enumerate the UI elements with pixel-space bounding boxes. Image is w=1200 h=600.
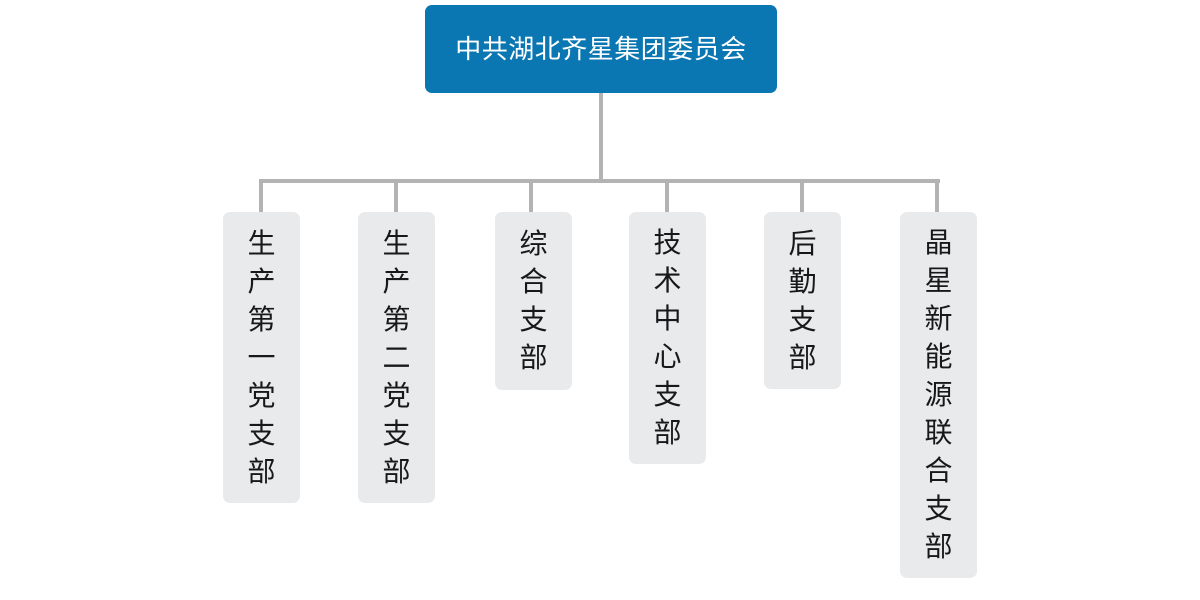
org-node-child-5[interactable]: 后勤支部 bbox=[764, 212, 841, 389]
connector-drop-4 bbox=[665, 179, 669, 214]
org-node-child-3[interactable]: 综合支部 bbox=[495, 212, 572, 390]
org-node-child-4[interactable]: 技术中心支部 bbox=[629, 212, 706, 464]
connector-drop-1 bbox=[259, 179, 263, 214]
org-node-child-4-label: 技术中心支部 bbox=[653, 227, 682, 448]
org-node-child-3-label: 综合支部 bbox=[519, 228, 548, 373]
org-node-child-6[interactable]: 晶星新能源联合支部 bbox=[900, 212, 977, 578]
org-node-child-2-label: 生产第二党支部 bbox=[382, 227, 411, 487]
connector-drop-5 bbox=[800, 179, 804, 214]
connector-drop-3 bbox=[529, 179, 533, 214]
connector-drop-6 bbox=[935, 179, 939, 214]
connector-horizontal-bus bbox=[259, 179, 940, 183]
org-node-root[interactable]: 中共湖北齐星集团委员会 bbox=[425, 5, 777, 93]
org-node-child-1[interactable]: 生产第一党支部 bbox=[223, 212, 300, 503]
org-node-root-label: 中共湖北齐星集团委员会 bbox=[455, 34, 747, 64]
org-node-child-2[interactable]: 生产第二党支部 bbox=[358, 212, 435, 503]
connector-drop-2 bbox=[394, 179, 398, 214]
org-node-child-6-label: 晶星新能源联合支部 bbox=[924, 227, 953, 562]
org-node-child-5-label: 后勤支部 bbox=[788, 227, 817, 373]
connector-trunk-vertical bbox=[599, 93, 603, 183]
org-node-child-1-label: 生产第一党支部 bbox=[247, 227, 276, 487]
